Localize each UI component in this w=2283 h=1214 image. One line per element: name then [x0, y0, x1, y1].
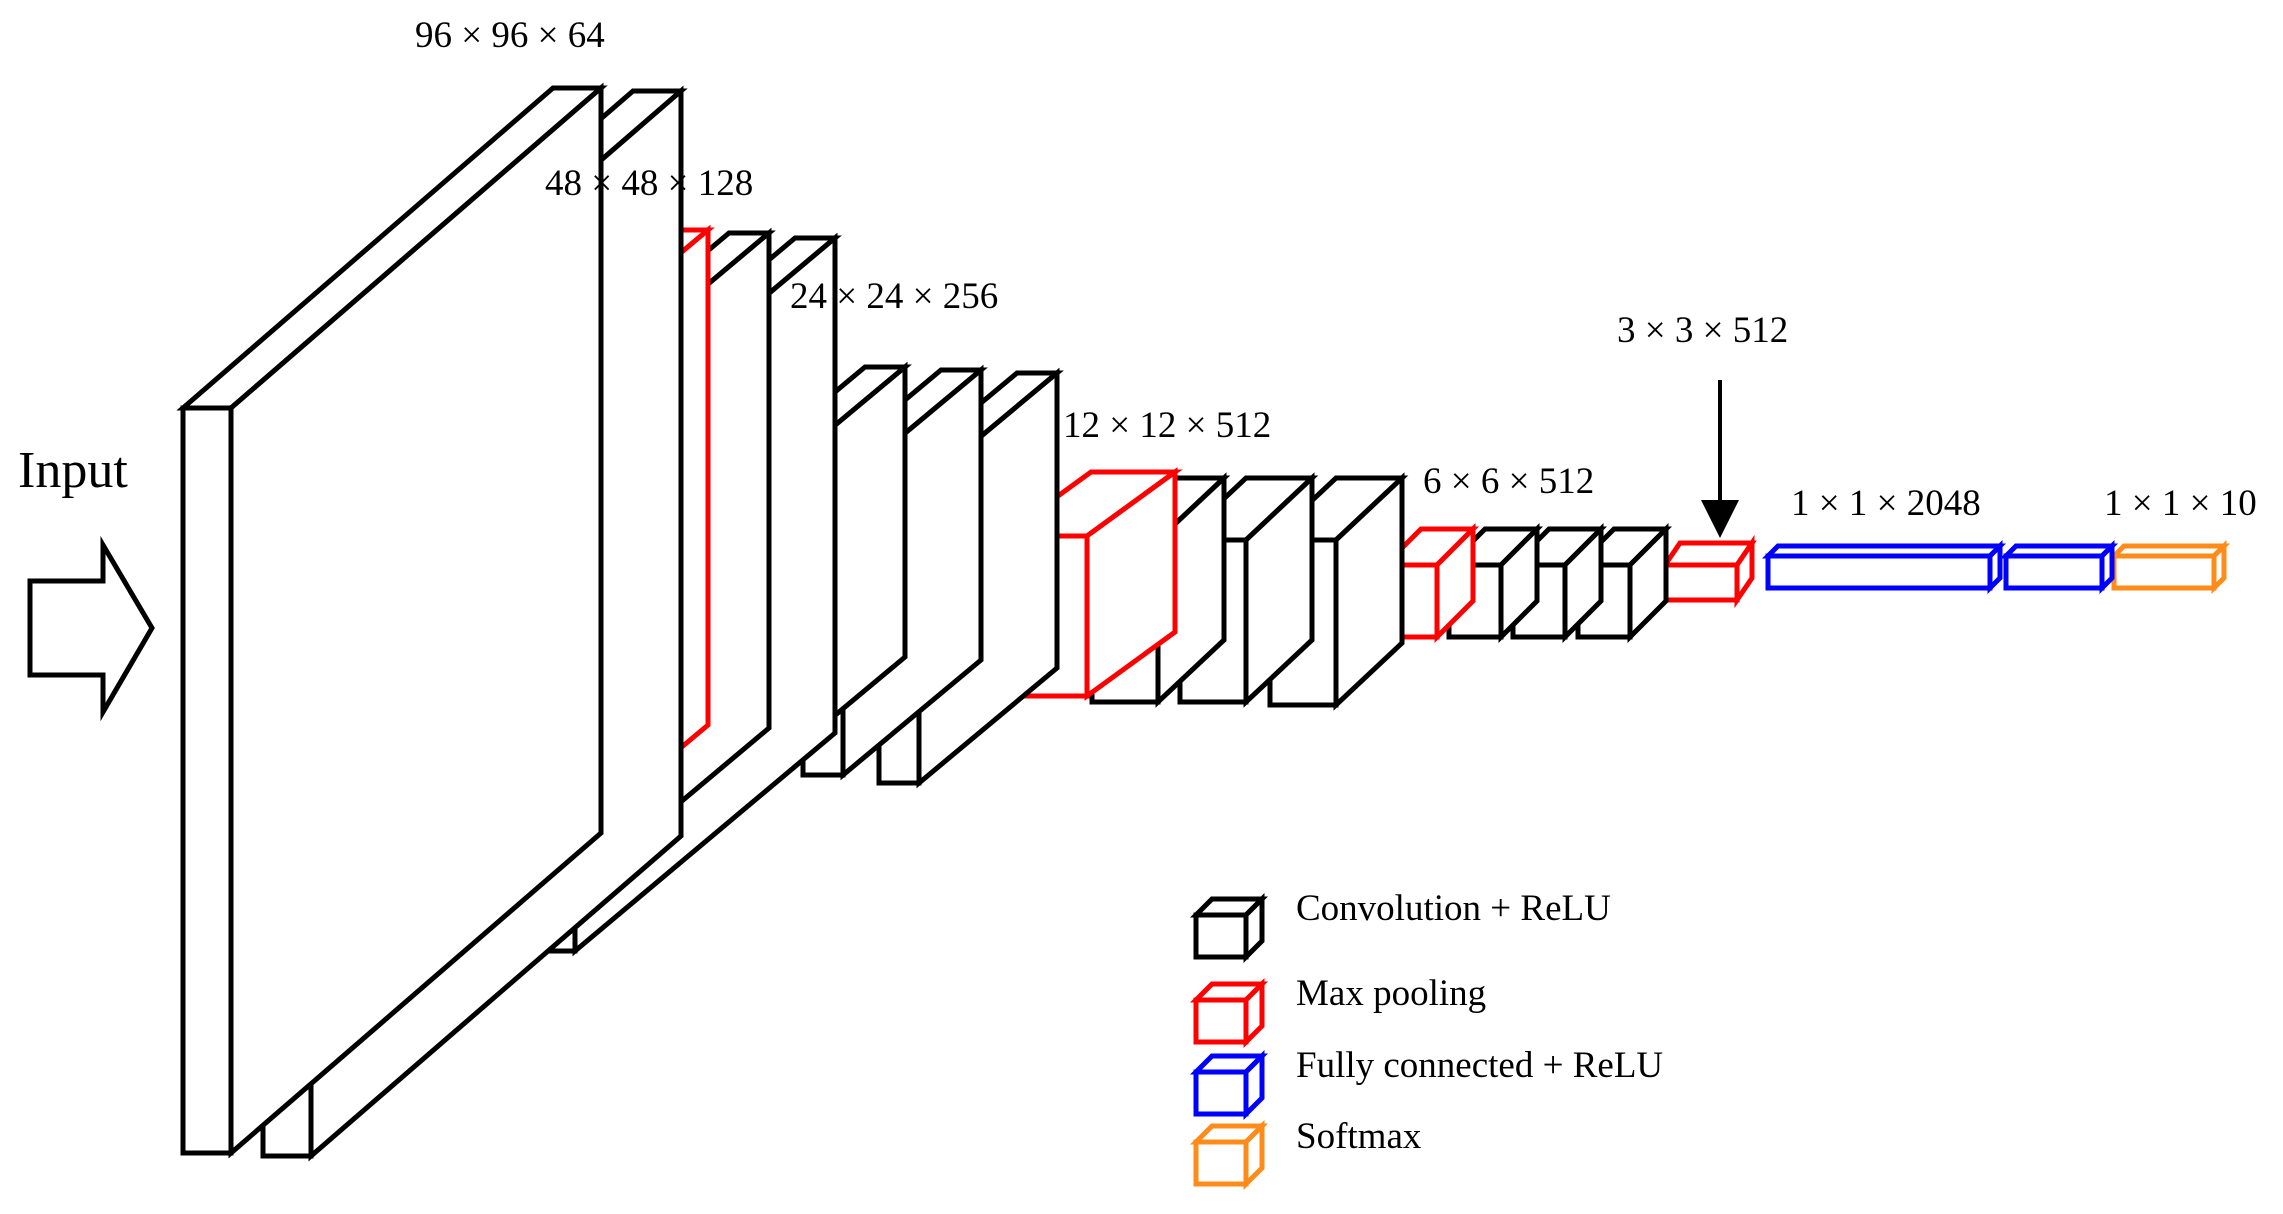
down-arrow-icon: [1701, 500, 1739, 538]
stage1-conv-block-1-front-face: [180, 405, 234, 1156]
stage4-group: [995, 467, 1409, 711]
legend-item-fc: Fully connected + ReLU: [1189, 1045, 1663, 1121]
legend-cube-softmax-front-face: [1193, 1139, 1249, 1187]
fc-fc-block-2: [1999, 539, 2119, 595]
stage1-dim-label: 96 × 96 × 64: [415, 15, 605, 56]
fc-cube-icon: [1189, 1049, 1269, 1121]
fc-fc-block-2-front-face: [2003, 553, 2105, 591]
stage3-dim-label: 24 × 24 × 256: [790, 276, 998, 317]
input-arrow-icon: [27, 535, 155, 722]
pool-final-pool-block-1: [1660, 534, 1757, 609]
legend-label-softmax: Softmax: [1296, 1116, 1422, 1157]
legend-cube-pool-front-face: [1193, 997, 1249, 1045]
fc-group: [1761, 539, 2119, 595]
legend-cube-fc-front-face: [1193, 1069, 1249, 1117]
softmax-softmax-block-1: [2107, 539, 2231, 595]
fc-dim-label: 1 × 1 × 2048: [1791, 483, 1981, 524]
pool-cube-icon: [1189, 977, 1269, 1049]
legend-item-pool: Max pooling: [1189, 973, 1486, 1049]
legend: Convolution + ReLU Max pooling Fully con…: [1189, 888, 1663, 1191]
stage5-group: [1378, 522, 1673, 644]
input-label: Input: [18, 442, 128, 499]
stage1-conv-block-1-side-face: [228, 82, 604, 1159]
softmax-softmax-block-1-front-face: [2111, 553, 2217, 591]
pool-final-pool-block-1-front-face: [1662, 562, 1740, 603]
stage1-group: [176, 82, 688, 1162]
legend-item-softmax: Softmax: [1189, 1116, 1422, 1191]
stage1-conv-block-1: [176, 82, 608, 1159]
conv-cube-icon: [1189, 892, 1269, 964]
softmax-group: [2107, 539, 2231, 595]
softmax-cube-icon: [1189, 1119, 1269, 1191]
network-blocks: [176, 82, 2231, 1162]
legend-label-conv: Convolution + ReLU: [1296, 888, 1611, 929]
pool-final-dim-label: 3 × 3 × 512: [1617, 310, 1788, 351]
pool-final-group: [1660, 534, 1757, 609]
stage4-dim-label: 12 × 12 × 512: [1063, 405, 1271, 446]
fc-fc-block-1-front-face: [1765, 553, 1993, 591]
stage5-dim-label: 6 × 6 × 512: [1423, 461, 1594, 502]
legend-item-conv: Convolution + ReLU: [1189, 888, 1611, 964]
legend-label-fc: Fully connected + ReLU: [1296, 1045, 1663, 1086]
stage2-dim-label: 48 × 48 × 128: [545, 163, 753, 204]
legend-cube-conv-front-face: [1193, 912, 1249, 960]
fc-fc-block-1: [1761, 539, 2007, 595]
legend-label-pool: Max pooling: [1296, 973, 1486, 1014]
softmax-dim-label: 1 × 1 × 10: [2104, 483, 2257, 524]
